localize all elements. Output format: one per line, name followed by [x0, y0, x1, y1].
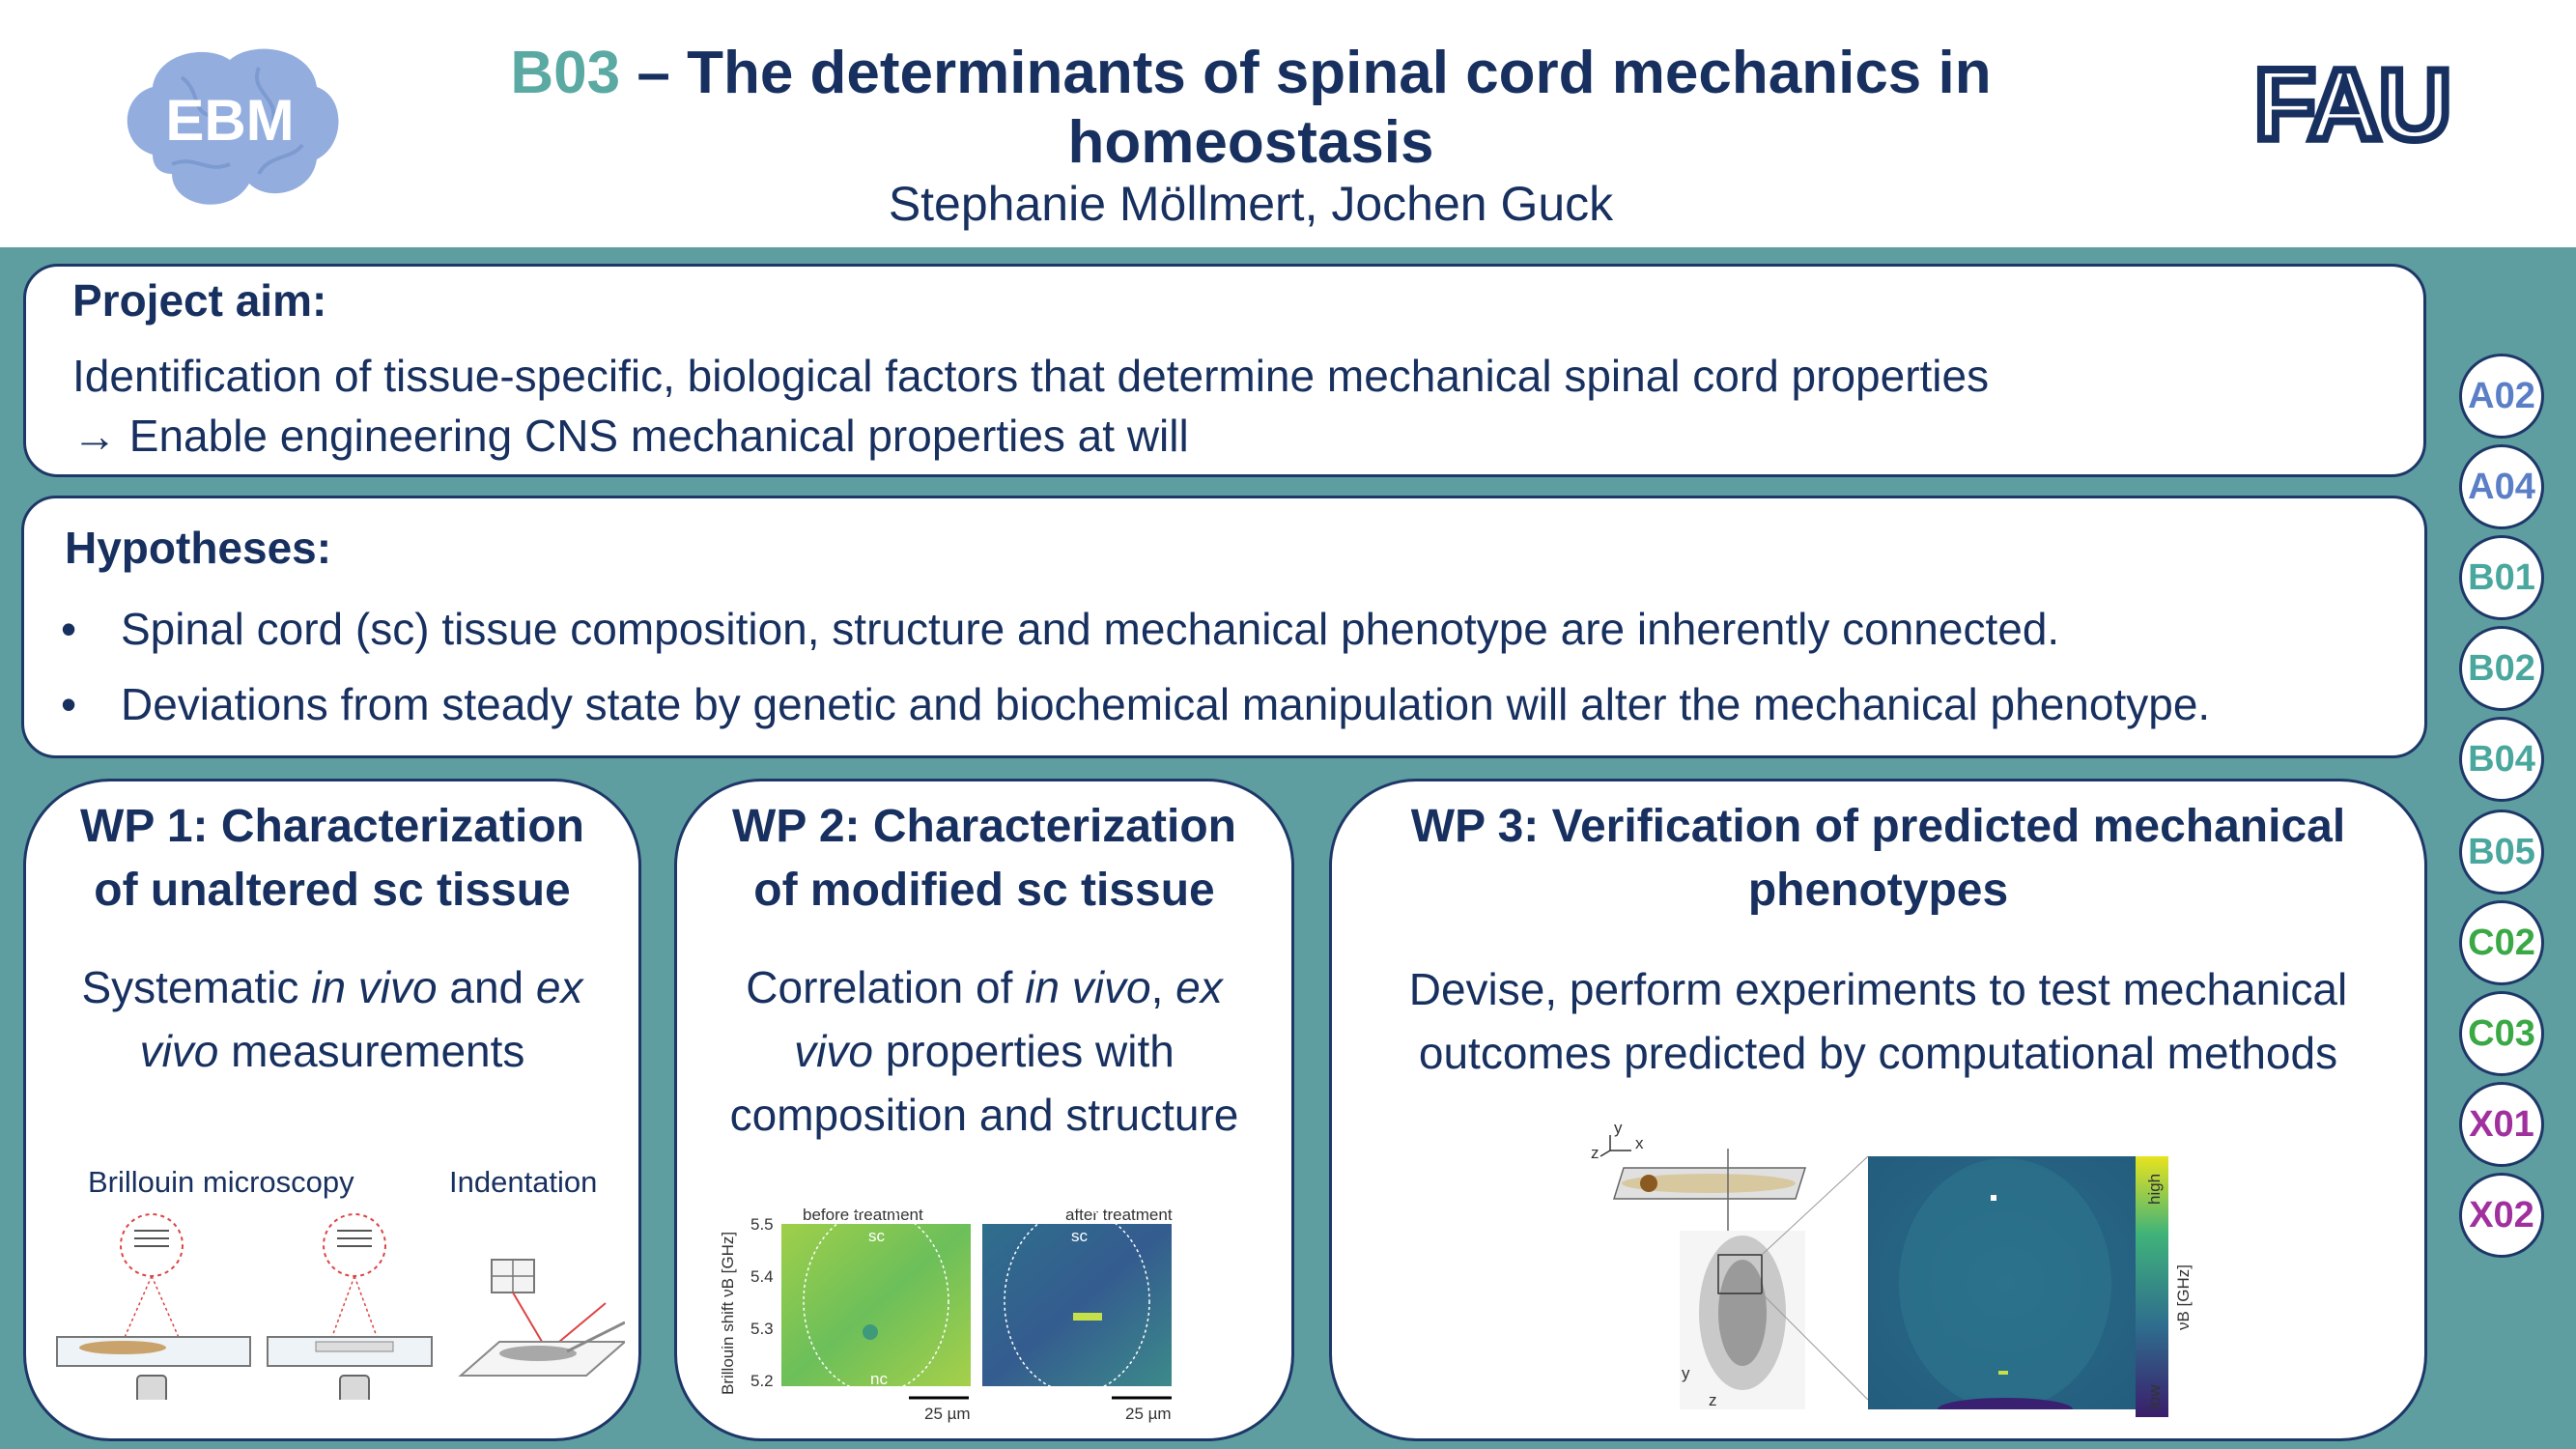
wp2-heading: WP 2: Characterization of modified sc ti…: [677, 795, 1291, 923]
wp2-heading-line: of modified sc tissue: [753, 865, 1215, 916]
wp3-panel: WP 3: Verification of predicted mechanic…: [1329, 779, 2427, 1441]
y-tick: 5.3: [750, 1320, 774, 1338]
y-axis-label: Brillouin shift νB [GHz]: [719, 1232, 737, 1395]
wp1-heading-line: of unaltered sc tissue: [94, 865, 571, 916]
wp1-text-italic: vivo: [139, 1026, 219, 1076]
hypotheses-panel: Hypotheses: • Spinal cord (sc) tissue com…: [21, 496, 2427, 758]
wp3-text: Devise, perform experiments to test mech…: [1408, 964, 2348, 1014]
project-aim-panel: Project aim: Identification of tissue-sp…: [23, 264, 2426, 477]
wp2-panel: WP 2: Characterization of modified sc ti…: [674, 779, 1294, 1441]
project-badge-c02[interactable]: C02: [2459, 900, 2544, 985]
sc-label: sc: [868, 1227, 886, 1245]
colorbar-label: νB [GHz]: [2174, 1264, 2193, 1330]
after-map: [982, 1224, 1172, 1386]
project-aim-text: Identification of tissue-specific, biolo…: [72, 351, 1990, 401]
project-badge-b01[interactable]: B01: [2459, 535, 2544, 620]
hypothesis-item: • Spinal cord (sc) tissue composition, st…: [61, 603, 2059, 655]
project-aim-heading: Project aim:: [72, 275, 327, 326]
wp1-heading-line: WP 1: Characterization: [80, 801, 584, 852]
wp3-heading-line: phenotypes: [1747, 865, 2009, 916]
indentation-label: Indentation: [449, 1165, 598, 1199]
project-code: B03: [510, 40, 621, 106]
after-label: after treatment: [1065, 1206, 1173, 1224]
brillouin-setup-2: [267, 1213, 433, 1400]
header: [0, 0, 2576, 247]
wp2-text-italic: vivo: [794, 1026, 873, 1076]
project-badge-x02[interactable]: X02: [2459, 1173, 2544, 1258]
colorbar-high: high: [2145, 1174, 2164, 1205]
axis-y-label: y: [1682, 1364, 1690, 1382]
wp3-text: outcomes predicted by computational meth…: [1418, 1028, 2338, 1078]
wp2-text: properties with: [872, 1026, 1175, 1076]
authors: Stephanie Möllmert, Jochen Guck: [888, 177, 1614, 231]
hypothesis-text: Deviations from steady state by genetic …: [121, 679, 2211, 729]
wp1-text: Systematic: [81, 962, 312, 1012]
axis-y-label: y: [1614, 1120, 1623, 1137]
hypothesis-text: Spinal cord (sc) tissue composition, str…: [121, 604, 2060, 654]
scale-bar-label: 25 µm: [924, 1405, 971, 1423]
project-badge-c03[interactable]: C03: [2459, 991, 2544, 1076]
wp2-text-italic: ex: [1175, 962, 1223, 1012]
project-badge-a02[interactable]: A02: [2459, 354, 2544, 439]
before-map: [781, 1224, 971, 1386]
hypothesis-item: • Deviations from steady state by genetic…: [61, 678, 2210, 730]
wp2-heading-line: WP 2: Characterization: [732, 801, 1236, 852]
colorbar: high low νB [GHz]: [2136, 1156, 2193, 1417]
wp2-text: composition and structure: [729, 1090, 1239, 1140]
zebrafish-brillouin-figure: y x z y z: [1591, 1120, 2143, 1409]
wp1-panel: WP 1: Characterization of unaltered sc t…: [23, 779, 641, 1441]
bullet: •: [61, 679, 77, 729]
scale-bar-label: 25 µm: [1125, 1405, 1172, 1423]
ebm-logo-text: EBM: [165, 88, 294, 153]
indentation-setup: [458, 1259, 625, 1377]
hypotheses-heading: Hypotheses:: [65, 523, 332, 573]
fau-logo: FAU: [2250, 50, 2455, 156]
wp2-text: Correlation of: [746, 962, 1026, 1012]
axis-x-label: x: [1635, 1134, 1644, 1152]
wp3-heading-line: WP 3: Verification of predicted mechanic…: [1410, 801, 2346, 852]
axis-z-label: z: [1709, 1391, 1717, 1409]
wp3-heading: WP 3: Verification of predicted mechanic…: [1332, 795, 2424, 923]
wp1-text-italic: ex: [535, 962, 583, 1012]
title-text: – The determinants of spinal cord mechan…: [620, 40, 1992, 106]
wp1-text: measurements: [218, 1026, 525, 1076]
y-tick: 5.4: [750, 1267, 774, 1286]
page-title: B03 – The determinants of spinal cord me…: [367, 39, 2135, 178]
wp2-text-italic: in vivo: [1025, 962, 1151, 1012]
project-badge-x01[interactable]: X01: [2459, 1082, 2544, 1167]
brillouin-setup-1: [56, 1213, 251, 1400]
measurement-schematic: [56, 1213, 625, 1400]
before-label: before treatment: [803, 1206, 923, 1224]
y-tick: 5.5: [750, 1215, 774, 1234]
brillouin-label: Brillouin microscopy: [88, 1165, 354, 1199]
wp1-heading: WP 1: Characterization of unaltered sc t…: [26, 795, 638, 923]
bullet: •: [61, 604, 77, 654]
axis-z-label: z: [1591, 1144, 1599, 1162]
fau-logo-text: FAU: [2254, 50, 2449, 156]
wp3-body: Devise, perform experiments to test mech…: [1332, 957, 2424, 1085]
brillouin-maps-figure: Brillouin shift νB [GHz] 5.5 5.4 5.3 5.2…: [719, 1206, 1173, 1423]
wp2-text: ,: [1150, 962, 1176, 1012]
nc-label: nc: [870, 1370, 888, 1388]
wp1-text-italic: in vivo: [311, 962, 438, 1012]
project-badge-a04[interactable]: A04: [2459, 444, 2544, 529]
project-badge-b04[interactable]: B04: [2459, 717, 2544, 802]
colorbar-low: low: [2145, 1384, 2164, 1409]
wp1-body: Systematic in vivo and ex vivo measureme…: [26, 955, 638, 1083]
y-tick: 5.2: [750, 1372, 774, 1390]
colorbar-gradient: [2136, 1156, 2168, 1417]
wp1-text: and: [437, 962, 536, 1012]
project-badge-b05[interactable]: B05: [2459, 810, 2544, 895]
sc-label: sc: [1071, 1227, 1089, 1245]
ebm-logo: EBM: [127, 48, 339, 205]
project-aim-goal: → Enable engineering CNS mechanical prop…: [72, 411, 1189, 461]
title-line-2: homeostasis: [1067, 109, 1434, 176]
project-badge-b02[interactable]: B02: [2459, 626, 2544, 711]
wp2-body: Correlation of in vivo, ex vivo properti…: [677, 955, 1291, 1147]
